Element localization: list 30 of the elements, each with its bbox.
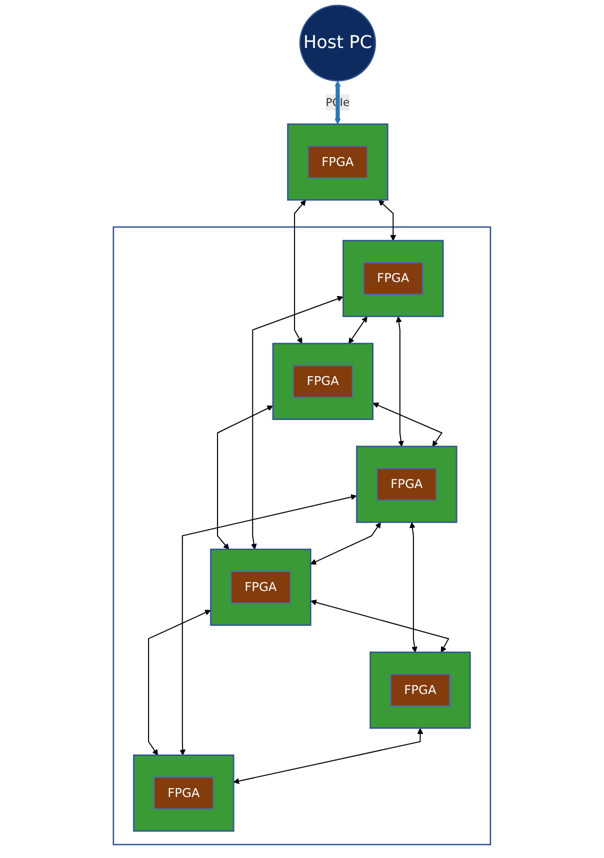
arrow (233, 728, 424, 784)
arrow (396, 316, 404, 447)
cluster (342, 240, 444, 318)
node-box (153, 776, 214, 810)
node-box (362, 262, 424, 296)
node-box (376, 468, 438, 501)
node-box (292, 364, 354, 398)
arrow (348, 316, 368, 344)
cluster (287, 123, 388, 201)
arrow (334, 80, 341, 124)
arrow (378, 200, 396, 241)
node-circle (299, 4, 376, 82)
arrow (372, 402, 443, 447)
cluster (133, 754, 234, 832)
arrow (148, 610, 211, 756)
cluster (210, 548, 312, 626)
node-box (230, 570, 292, 604)
arrow (310, 600, 450, 653)
cluster (272, 342, 374, 420)
cluster (370, 652, 471, 729)
arrow (251, 296, 344, 550)
cluster (356, 446, 458, 523)
arrow (180, 494, 357, 756)
node-box (390, 674, 451, 707)
cluster (112, 226, 492, 846)
arrow (410, 522, 418, 653)
arrow (217, 406, 274, 550)
arrow (294, 200, 306, 344)
node-box (307, 145, 368, 179)
arrow (310, 522, 381, 565)
